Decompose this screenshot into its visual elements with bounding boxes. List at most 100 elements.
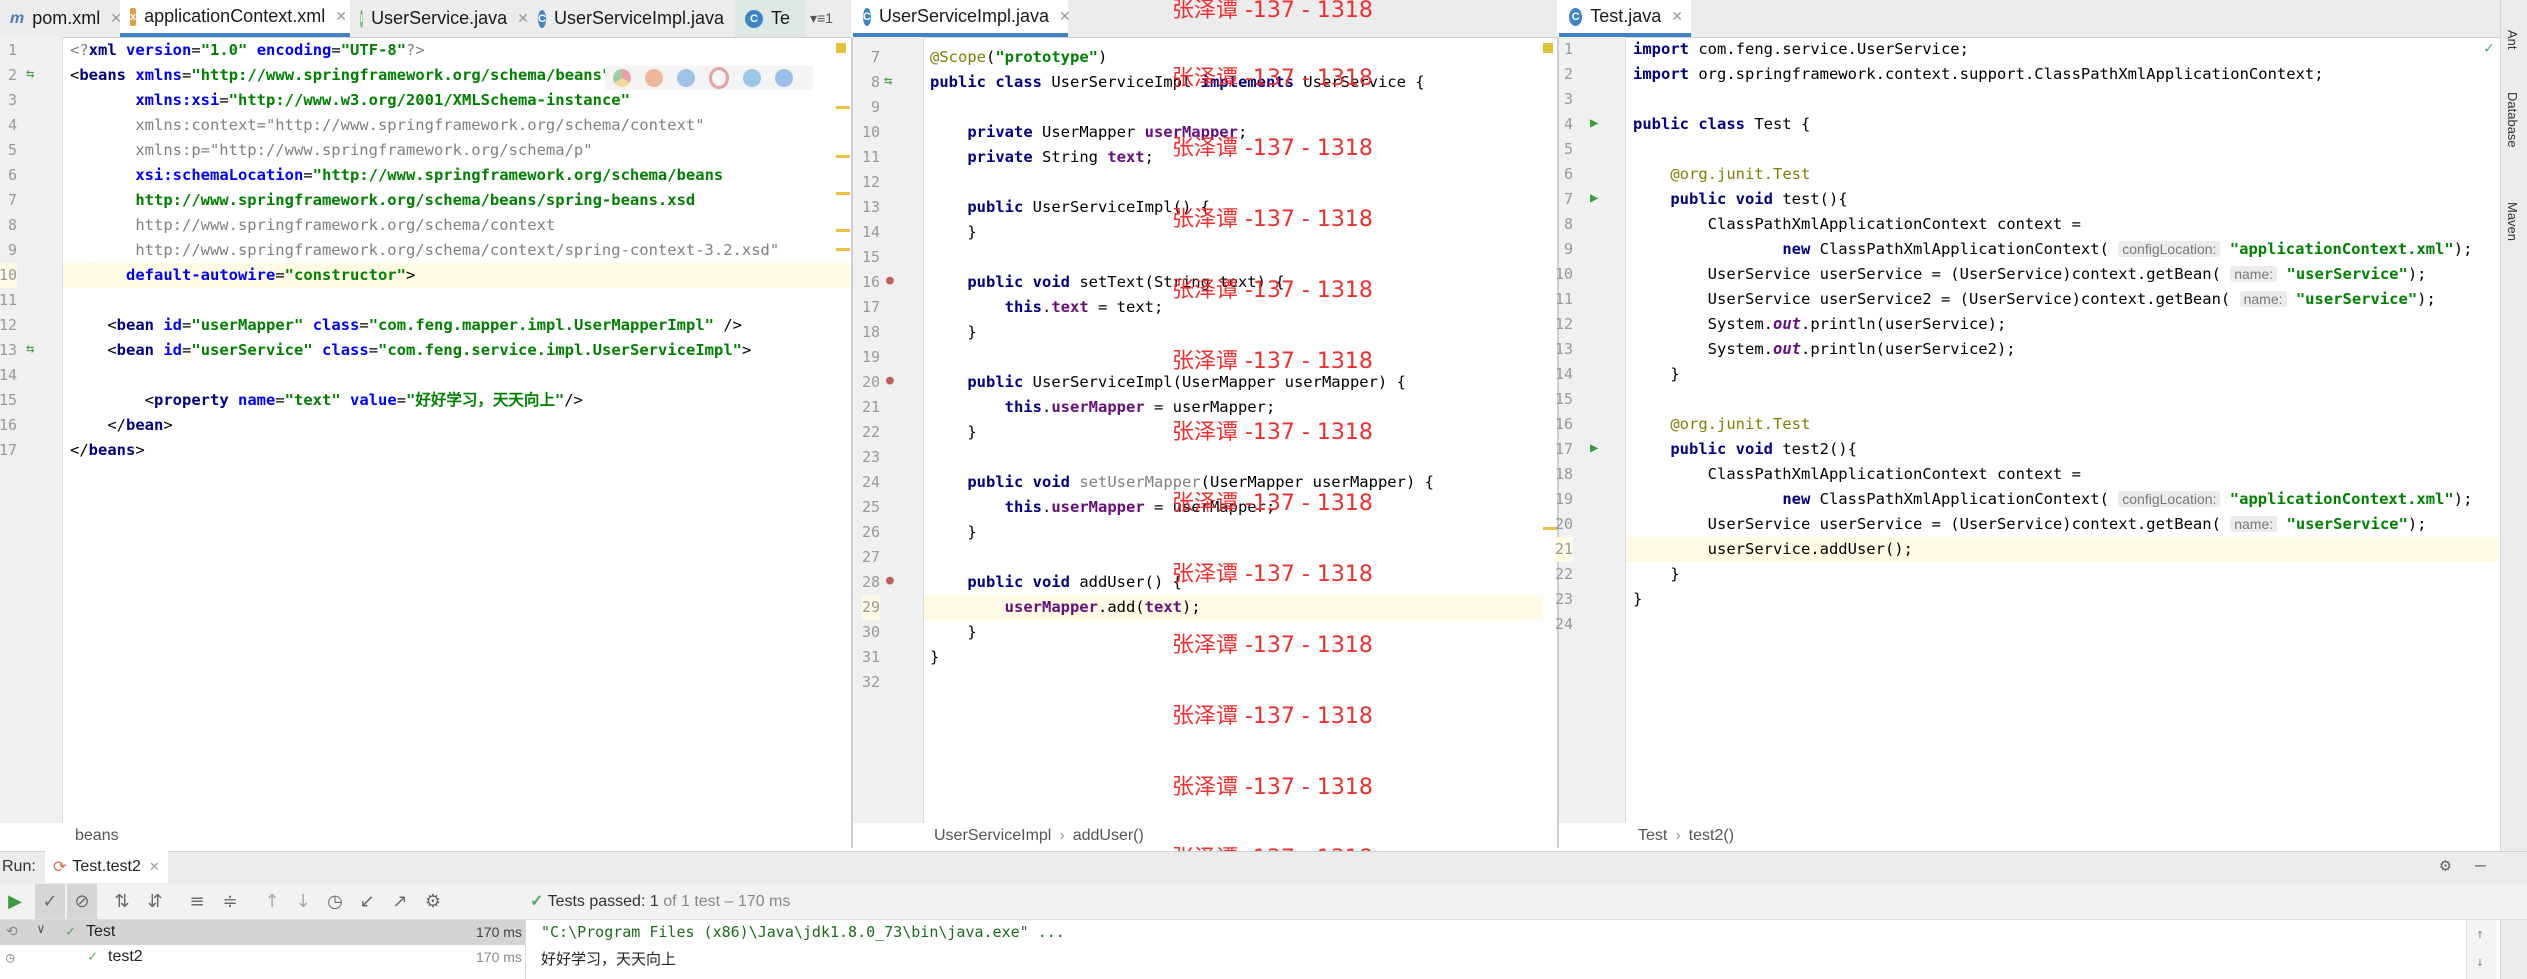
line-number: 12 [1554, 315, 1573, 333]
right-line-numbers: 1 2 3 4 5 6 7 8 9 10 11 12 13 14 15 16 1… [1554, 37, 1581, 647]
line-number: 16 [0, 416, 17, 434]
xml-editor[interactable]: <?xml version="1.0" encoding="UTF-8"?> <… [70, 41, 780, 459]
export-tests-icon[interactable]: ↗ [392, 891, 408, 912]
left-breadcrumb[interactable]: beans [75, 827, 119, 844]
line-number: 9 [1563, 240, 1573, 258]
line-number: 14 [861, 223, 880, 241]
override-gutter-icon[interactable]: ● [886, 373, 894, 388]
tree-item-name[interactable]: test2 [108, 948, 143, 965]
run-test-gutter-icon[interactable]: ▶ [1590, 190, 1599, 206]
show-passed-icon[interactable]: ✓ [35, 884, 65, 919]
line-number: 1 [1563, 40, 1573, 58]
sort-alpha-icon[interactable]: ⇅ [114, 891, 130, 912]
override-gutter-icon[interactable]: ● [886, 573, 894, 588]
database-tool-button[interactable]: Database [2505, 92, 2520, 148]
close-icon[interactable]: ✕ [1059, 8, 1071, 24]
java-editor-user-service-impl[interactable]: @Scope("prototype") public class UserSer… [930, 48, 1434, 666]
right-tab-bar [1559, 0, 2500, 38]
override-gutter-icon[interactable]: ● [886, 273, 894, 288]
chevron-down-icon[interactable]: ∨ [37, 922, 45, 937]
console-scrollbar[interactable] [2466, 920, 2497, 979]
line-number: 18 [861, 323, 880, 341]
line-number: 7 [1563, 190, 1573, 208]
bean-gutter-icon[interactable]: ⇆ [26, 341, 35, 357]
next-failed-icon[interactable]: ↓ [295, 891, 311, 912]
run-tab-test2[interactable]: ⟳Test.test2✕ [45, 851, 168, 883]
left-gutter [0, 37, 63, 823]
breadcrumb-class[interactable]: Test [1638, 827, 1668, 844]
breadcrumb-class[interactable]: UserServiceImpl [934, 827, 1052, 844]
side-action-icon[interactable]: ⟲ [6, 924, 18, 940]
ant-tool-button[interactable]: Ant [2505, 30, 2520, 50]
pass-check-icon: ✓ [66, 922, 76, 940]
firefox-icon[interactable] [645, 69, 663, 87]
line-number: 22 [861, 423, 880, 441]
line-number: 17 [861, 298, 880, 316]
watermark: 张泽谭 -137 - 1318 [1172, 775, 1373, 800]
scroll-down-icon[interactable]: ↓ [2476, 955, 2484, 970]
side-action-icon[interactable]: ◷ [6, 950, 15, 966]
opera-icon[interactable] [709, 67, 729, 89]
tree-row-test[interactable] [0, 920, 525, 945]
prev-failed-icon[interactable]: ↑ [264, 891, 280, 912]
runner-settings-icon[interactable]: ⚙ [424, 891, 442, 912]
tab-overflow-menu[interactable]: ▾≡1 [810, 10, 833, 26]
show-ignored-icon[interactable]: ⊘ [67, 884, 97, 919]
line-number: 10 [861, 123, 880, 141]
expand-all-icon[interactable]: ≡ [189, 891, 205, 912]
breadcrumb-method[interactable]: addUser() [1072, 827, 1144, 844]
bean-gutter-icon[interactable]: ⇆ [26, 66, 35, 82]
run-test-gutter-icon[interactable]: ▶ [1590, 115, 1599, 131]
watermark: 张泽谭 -137 - 1318 [1172, 0, 1373, 23]
watermark: 张泽谭 -137 - 1318 [1172, 633, 1373, 658]
ie-icon[interactable] [743, 69, 761, 87]
scroll-up-icon[interactable]: ↑ [2476, 927, 2484, 942]
line-number: 22 [1554, 565, 1573, 583]
edge-icon[interactable] [775, 69, 793, 87]
watermark: 张泽谭 -137 - 1318 [1172, 562, 1373, 587]
collapse-all-icon[interactable]: ≑ [222, 891, 238, 912]
settings-gear-icon[interactable]: ⚙ [2440, 855, 2451, 876]
line-number: 6 [7, 166, 17, 184]
console-line: "C:\Program Files (x86)\Java\jdk1.8.0_73… [541, 923, 1065, 941]
breadcrumb-method[interactable]: test2() [1688, 827, 1735, 844]
line-number: 1 [7, 41, 17, 59]
close-icon[interactable]: ✕ [110, 10, 122, 26]
close-icon[interactable]: ✕ [517, 10, 529, 26]
run-test-gutter-icon[interactable]: ▶ [1590, 440, 1599, 456]
maven-tool-button[interactable]: Maven [2505, 202, 2520, 242]
hide-panel-icon[interactable]: — [2475, 855, 2486, 876]
line-number: 25 [861, 498, 880, 516]
line-number: 15 [1554, 390, 1573, 408]
java-editor-test[interactable]: import com.feng.service.UserService; imp… [1633, 40, 2473, 608]
close-icon[interactable]: ✕ [148, 859, 160, 874]
chrome-icon[interactable] [613, 69, 631, 87]
middle-divider[interactable] [1557, 37, 1559, 848]
left-divider[interactable] [851, 37, 853, 848]
line-number: 30 [861, 623, 880, 641]
right-tool-strip [2500, 0, 2527, 979]
close-icon[interactable]: ✕ [1671, 8, 1683, 24]
bean-gutter-icon[interactable]: ⇆ [884, 73, 893, 89]
history-icon[interactable]: ◷ [327, 891, 343, 912]
right-breadcrumb[interactable]: Test›test2() [1638, 827, 1735, 844]
console-output[interactable] [526, 920, 2466, 979]
line-number: 16 [1554, 415, 1573, 433]
safari-icon[interactable] [677, 69, 695, 87]
rerun-icon[interactable]: ▶ [8, 891, 22, 912]
middle-breadcrumb[interactable]: UserServiceImpl›addUser() [934, 827, 1144, 844]
import-tests-icon[interactable]: ↙ [359, 891, 375, 912]
close-icon[interactable]: ✕ [335, 8, 347, 24]
line-number: 21 [1554, 537, 1573, 562]
line-number: 15 [0, 391, 17, 409]
right-gutter [1559, 37, 1626, 823]
class-icon: C [745, 9, 763, 28]
sort-duration-icon[interactable]: ⇵ [147, 891, 163, 912]
